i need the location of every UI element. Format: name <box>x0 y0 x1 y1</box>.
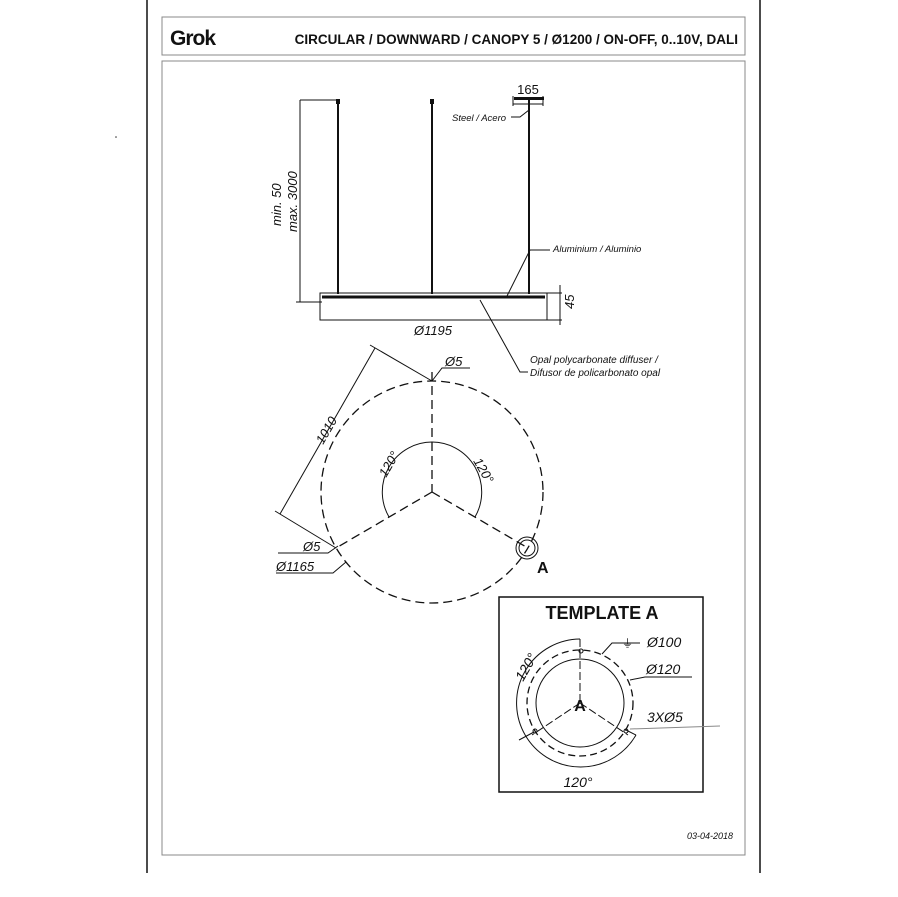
canopy-dimension: 165 <box>517 82 539 97</box>
aluminium-label: Aluminium / Aluminio <box>552 244 641 255</box>
angle-right: 120° <box>470 455 496 486</box>
steel-label: Steel / Acero <box>452 113 506 124</box>
dim-1010: 1010 <box>313 413 341 446</box>
angle-left: 120° <box>376 449 402 480</box>
svg-text:⏚: ⏚ <box>622 637 633 650</box>
header-box <box>161 16 746 56</box>
circle-diameter: Ø1165 <box>275 559 315 574</box>
template-title: TEMPLATE A <box>546 603 659 623</box>
detail-a-circle <box>515 536 539 560</box>
drawing-date: 03-04-2018 <box>687 831 733 841</box>
content-box <box>161 60 746 856</box>
angle-bottom-label: 120° <box>564 774 593 790</box>
dia-120-label: Ø120 <box>645 661 680 677</box>
thickness-dimension: 45 <box>562 294 577 309</box>
dia-100-label: Ø100 <box>646 634 681 650</box>
brand-logo: Grok <box>170 27 216 50</box>
fixture-ring <box>319 292 548 321</box>
height-max: max. 3000 <box>285 171 300 232</box>
detail-marker: A <box>537 560 549 577</box>
diffuser-label-es: Difusor de policarbonato opal <box>530 368 661 379</box>
elevation-view: 165 Steel / Acero min. 50 max. 3000 45 Ø… <box>269 82 661 379</box>
holes-label: 3XØ5 <box>647 709 683 725</box>
height-min: min. 50 <box>269 183 284 226</box>
diffuser-label-en: Opal polycarbonate diffuser / <box>530 355 659 366</box>
hole-top-label: Ø5 <box>444 354 463 369</box>
stray-dot <box>115 136 117 138</box>
plan-view: A Ø5 1010 120° 120° Ø5 Ø1165 <box>274 344 549 604</box>
template-a: TEMPLATE A A ⏚ Ø100 Ø120 3XØ5 120° 120° <box>498 596 721 793</box>
product-title: CIRCULAR / DOWNWARD / CANOPY 5 / Ø1200 /… <box>295 32 738 47</box>
diameter-dimension: Ø1195 <box>413 323 453 338</box>
canopy <box>514 97 544 100</box>
template-center-label: A <box>574 698 586 715</box>
hole-left-label: Ø5 <box>302 539 321 554</box>
